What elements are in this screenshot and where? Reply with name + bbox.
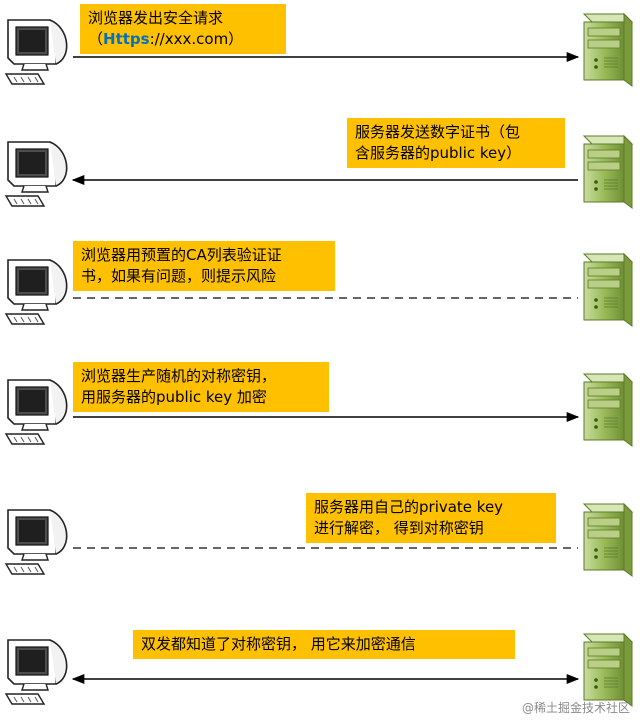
server-icon — [582, 632, 634, 707]
note-text-suffix: ://xxx.com） — [149, 30, 244, 48]
note-text: 双发都知道了对称密钥， 用它来加密通信 — [141, 635, 416, 653]
server-icon — [582, 502, 634, 577]
step-encrypted-communication-row — [4, 632, 634, 707]
server-icon — [582, 372, 634, 447]
server-icon — [582, 12, 634, 87]
note-text: 服务器用自己的private key 进行解密， 得到对称密钥 — [314, 498, 504, 537]
step-server-certificate-row — [4, 134, 634, 209]
step-ca-verify-note: 浏览器用预置的CA列表验证证 书，如果有问题，则提示风险 — [73, 241, 335, 291]
browser-computer-icon — [4, 639, 68, 705]
step-symmetric-key-note: 浏览器生产随机的对称密钥， 用服务器的public key 加密 — [73, 362, 329, 412]
note-text: 浏览器生产随机的对称密钥， 用服务器的public key 加密 — [81, 367, 277, 406]
step-server-decrypt-row — [4, 502, 634, 577]
step-symmetric-key-row — [4, 372, 634, 447]
step-browser-request-note: 浏览器发出安全请求 （Https://xxx.com） — [80, 4, 286, 54]
https-scheme: Https — [103, 30, 150, 48]
server-icon — [582, 252, 634, 327]
step-ca-verify-row — [4, 252, 634, 327]
browser-computer-icon — [4, 141, 68, 207]
browser-computer-icon — [4, 19, 68, 85]
note-text-prefix: （ — [88, 30, 104, 48]
step-server-certificate-note: 服务器发送数字证书（包 含服务器的public key） — [347, 118, 565, 168]
browser-computer-icon — [4, 379, 68, 445]
note-text: 浏览器发出安全请求 — [88, 9, 224, 27]
step-encrypted-communication-note: 双发都知道了对称密钥， 用它来加密通信 — [133, 630, 515, 659]
step-browser-request-row — [4, 12, 634, 87]
note-text: 浏览器用预置的CA列表验证证 书，如果有问题，则提示风险 — [81, 246, 282, 285]
watermark: @稀土掘金技术社区 — [521, 701, 630, 715]
step-server-decrypt-note: 服务器用自己的private key 进行解密， 得到对称密钥 — [306, 493, 556, 543]
browser-computer-icon — [4, 509, 68, 575]
server-icon — [582, 134, 634, 209]
browser-computer-icon — [4, 259, 68, 325]
note-text: 服务器发送数字证书（包 含服务器的public key） — [355, 123, 522, 162]
